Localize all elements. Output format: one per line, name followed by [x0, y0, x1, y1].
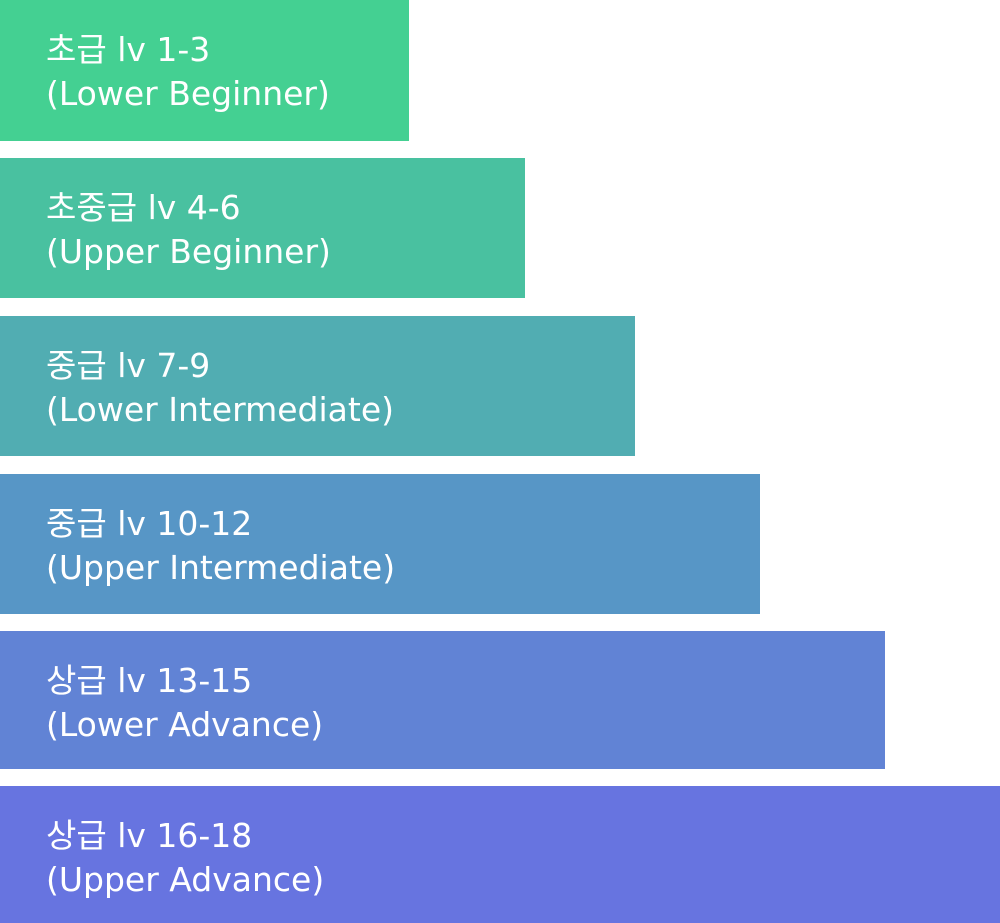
level-subtitle: (Upper Intermediate)	[46, 548, 396, 587]
level-bar-lower-beginner: 초급 lv 1-3 (Lower Beginner)	[0, 0, 409, 141]
level-subtitle: (Lower Beginner)	[46, 74, 330, 113]
level-bar-upper-advance: 상급 lv 16-18 (Upper Advance)	[0, 786, 1000, 923]
level-title: 중급 lv 10-12	[46, 504, 253, 543]
level-subtitle: (Lower Advance)	[46, 705, 324, 744]
level-subtitle: (Upper Advance)	[46, 860, 325, 899]
level-bar-upper-intermediate: 중급 lv 10-12 (Upper Intermediate)	[0, 474, 760, 614]
level-title: 중급 lv 7-9	[46, 346, 211, 385]
level-title: 초급 lv 1-3	[46, 30, 211, 69]
level-title: 초중급 lv 4-6	[46, 188, 241, 227]
level-subtitle: (Lower Intermediate)	[46, 390, 394, 429]
level-bar-lower-advance: 상급 lv 13-15 (Lower Advance)	[0, 631, 885, 769]
level-bar-upper-beginner: 초중급 lv 4-6 (Upper Beginner)	[0, 158, 525, 298]
level-title: 상급 lv 13-15	[46, 661, 253, 700]
level-bar-lower-intermediate: 중급 lv 7-9 (Lower Intermediate)	[0, 316, 635, 456]
level-subtitle: (Upper Beginner)	[46, 232, 331, 271]
level-title: 상급 lv 16-18	[46, 816, 253, 855]
